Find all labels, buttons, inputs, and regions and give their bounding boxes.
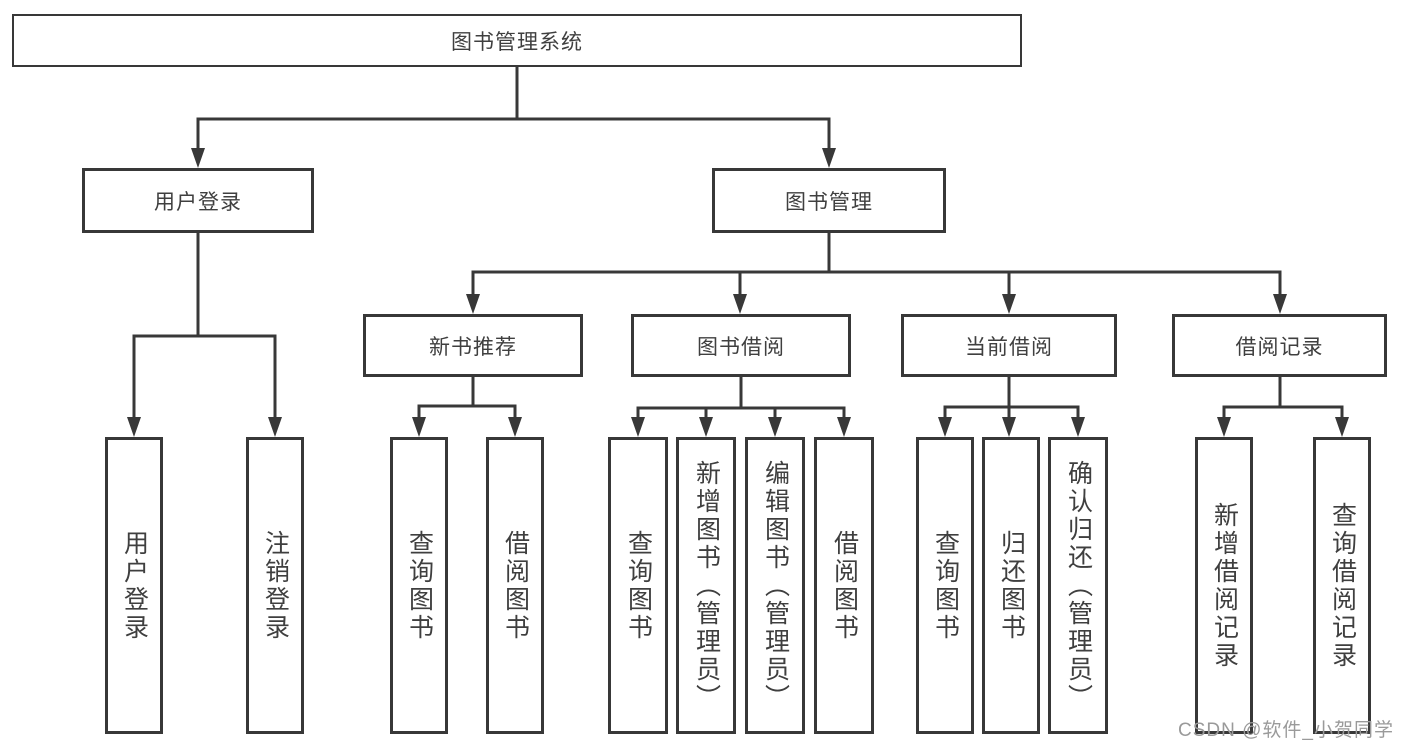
node-leaf-add-borrow-record: 新增借阅记录	[1195, 437, 1253, 734]
node-leaf-query-books-borrow-label: 查询图书	[624, 529, 653, 642]
node-leaf-borrow-books-recommend-label: 借阅图书	[501, 529, 530, 642]
node-leaf-query-books-recommend: 查询图书	[390, 437, 448, 734]
node-leaf-add-borrow-record-label: 新增借阅记录	[1210, 501, 1239, 670]
node-leaf-add-book-admin-label: 新增图书（管理员）	[692, 459, 721, 712]
node-leaf-query-books-borrow: 查询图书	[608, 437, 668, 734]
node-leaf-add-book-admin: 新增图书（管理员）	[676, 437, 736, 734]
node-user-login: 用户登录	[82, 168, 314, 233]
node-leaf-borrow-books: 借阅图书	[814, 437, 874, 734]
node-leaf-borrow-books-recommend: 借阅图书	[486, 437, 544, 734]
node-root-label: 图书管理系统	[451, 30, 583, 54]
node-leaf-query-borrow-record-label: 查询借阅记录	[1328, 501, 1357, 670]
node-new-book-recommend: 新书推荐	[363, 314, 583, 377]
node-book-management-label: 图书管理	[785, 190, 873, 214]
node-book-borrowing-label: 图书借阅	[697, 335, 785, 359]
node-borrowing-records-label: 借阅记录	[1235, 335, 1324, 359]
node-leaf-edit-book-admin: 编辑图书（管理员）	[745, 437, 805, 734]
node-leaf-query-books-current: 查询图书	[916, 437, 974, 734]
node-leaf-borrow-books-label: 借阅图书	[830, 529, 859, 642]
node-leaf-return-book-label: 归还图书	[997, 529, 1026, 642]
node-leaf-return-book: 归还图书	[982, 437, 1040, 734]
node-user-login-label: 用户登录	[154, 190, 242, 214]
node-root: 图书管理系统	[12, 14, 1022, 67]
node-current-borrowing: 当前借阅	[901, 314, 1117, 377]
node-leaf-confirm-return-admin-label: 确认归还（管理员）	[1064, 459, 1093, 712]
node-book-borrowing: 图书借阅	[631, 314, 851, 377]
node-leaf-query-books-current-label: 查询图书	[931, 529, 960, 642]
node-book-management: 图书管理	[712, 168, 946, 233]
node-leaf-confirm-return-admin: 确认归还（管理员）	[1048, 437, 1108, 734]
node-leaf-query-borrow-record: 查询借阅记录	[1313, 437, 1371, 734]
node-leaf-user-login: 用户登录	[105, 437, 163, 734]
node-leaf-query-books-recommend-label: 查询图书	[405, 529, 434, 642]
node-leaf-edit-book-admin-label: 编辑图书（管理员）	[761, 459, 790, 712]
node-current-borrowing-label: 当前借阅	[965, 335, 1053, 359]
node-new-book-recommend-label: 新书推荐	[429, 335, 517, 359]
node-borrowing-records: 借阅记录	[1172, 314, 1387, 377]
connector-path	[132, 65, 1344, 423]
csdn-watermark: CSDN @软件_小贺同学	[1178, 720, 1394, 741]
node-leaf-user-login-label: 用户登录	[120, 529, 149, 642]
node-leaf-logout: 注销登录	[246, 437, 304, 734]
node-leaf-logout-label: 注销登录	[261, 529, 290, 642]
